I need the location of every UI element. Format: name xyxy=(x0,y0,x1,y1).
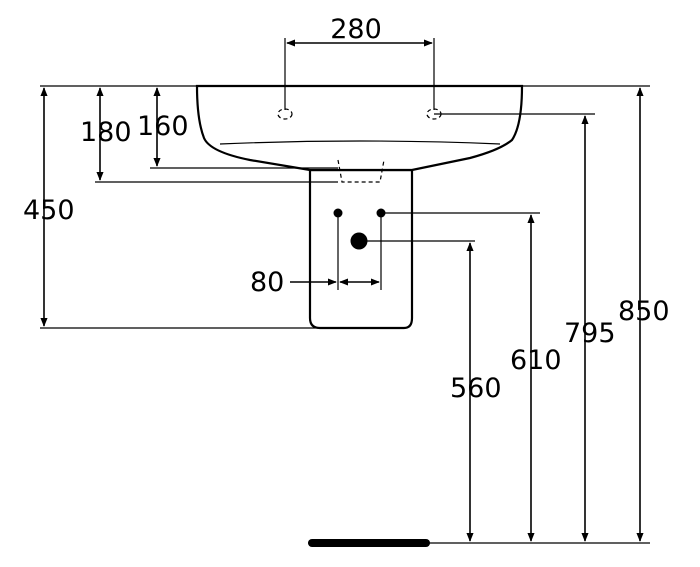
tap-spacing-label: 280 xyxy=(330,14,382,45)
basin-bowl-line xyxy=(219,140,501,145)
left-supply-pipe xyxy=(333,208,343,218)
height-160-label: 160 xyxy=(137,111,189,142)
supply-height-label: 610 xyxy=(510,345,562,376)
rim-height-label: 850 xyxy=(618,296,670,327)
pedestal-height-label: 450 xyxy=(23,195,75,226)
floor-slab xyxy=(308,539,430,547)
overflow-height-label: 795 xyxy=(564,318,616,349)
basin-waste-hidden xyxy=(337,159,385,183)
pipe-spacing-label: 80 xyxy=(250,267,284,298)
basin-outline xyxy=(195,84,524,172)
waste-height-label: 560 xyxy=(450,373,502,404)
height-180-label: 180 xyxy=(80,117,132,148)
